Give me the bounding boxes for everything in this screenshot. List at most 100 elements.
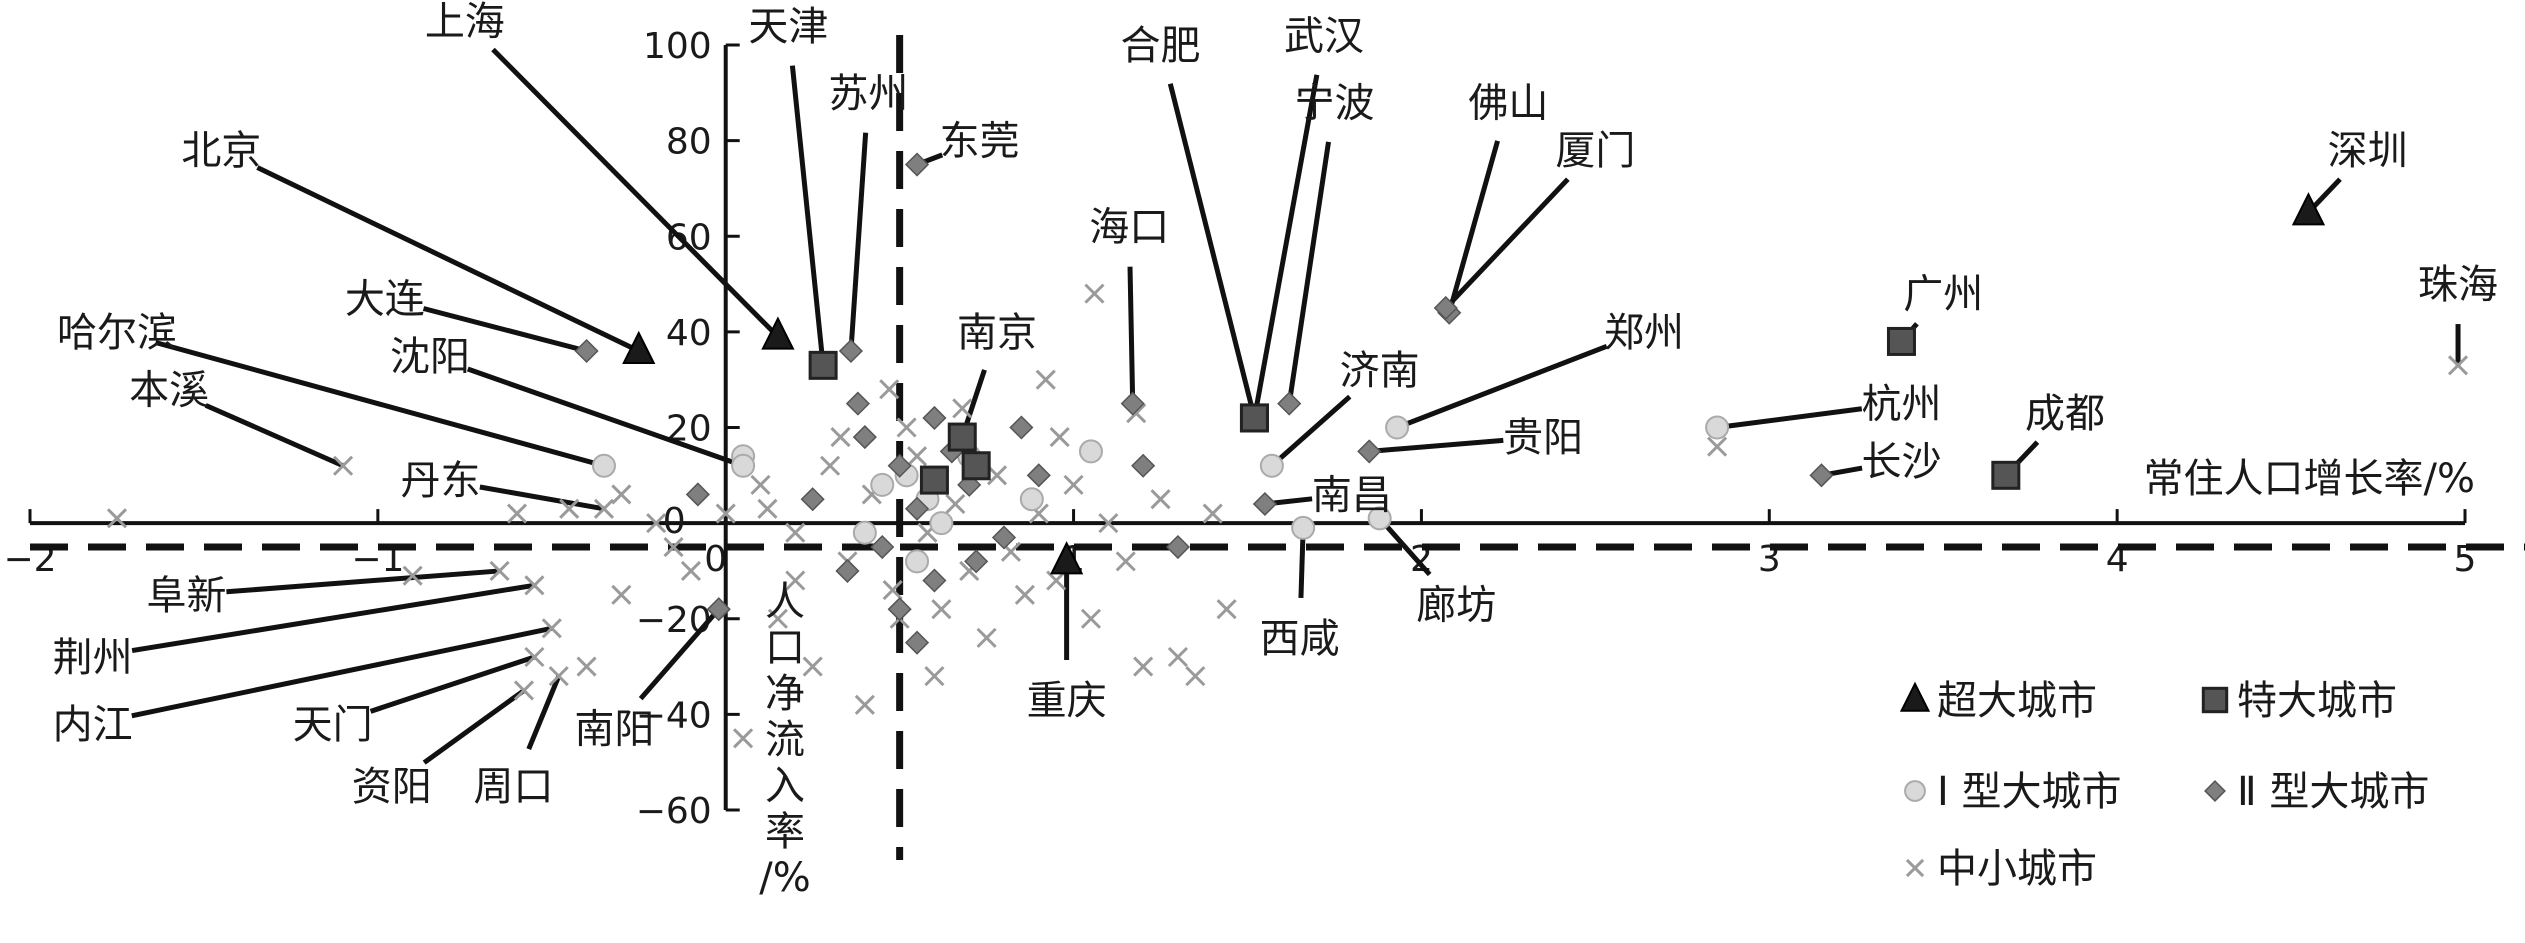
point-small (785, 570, 806, 591)
point-周口 (548, 666, 569, 687)
legend-label: 超大城市 (1937, 678, 2097, 724)
point-small (1014, 584, 1035, 605)
point-label: 宁波 (1294, 80, 1374, 126)
callout-lines (131, 47, 2461, 765)
point-label: 南阳 (574, 707, 654, 753)
point-small (945, 493, 966, 515)
point-large1 (852, 520, 877, 545)
point-label: 大连 (345, 276, 425, 322)
point-small (1046, 570, 1067, 591)
point-label: 东莞 (940, 119, 1020, 165)
point-label: 重庆 (1027, 678, 1107, 724)
callout-line (466, 366, 744, 469)
y-tick-label: −20 (636, 600, 712, 641)
point-沈阳 (731, 453, 756, 478)
point-长沙 (1809, 463, 1834, 488)
point-small (106, 508, 128, 529)
point-mega (961, 451, 991, 481)
point-small (785, 522, 806, 543)
point-label: 天门 (293, 702, 373, 748)
point-small (879, 379, 900, 400)
callout-line (1167, 83, 1257, 419)
callout-line (1396, 343, 1608, 430)
point-label: 荆州 (53, 635, 133, 681)
y-tick-label: 80 (666, 122, 712, 163)
point-small (767, 608, 788, 629)
point-large2 (845, 391, 870, 416)
point-small (952, 398, 973, 419)
point-南阳 (706, 597, 731, 622)
point-南昌 (1252, 491, 1277, 517)
point-label: 杭州 (1861, 382, 1941, 428)
point-label: 哈尔滨 (57, 310, 177, 356)
point-label: 郑州 (1604, 310, 1684, 356)
point-large1 (1078, 439, 1103, 464)
point-珠海 (2447, 355, 2469, 376)
point-label: 阜新 (147, 573, 227, 619)
y-axis-label-char: 净 (765, 671, 805, 717)
point-label: 合肥 (1121, 23, 1201, 69)
point-small (1084, 283, 1105, 304)
point-贵阳 (1357, 439, 1382, 464)
point-label: 南昌 (1312, 472, 1392, 518)
point-small (715, 503, 736, 524)
point-丹东 (593, 498, 615, 519)
point-label: 长沙 (1861, 439, 1941, 485)
point-small (924, 666, 945, 687)
point-深圳 (2291, 192, 2326, 226)
point-北京 (622, 330, 656, 364)
legend-label: Ⅱ 型大城市 (2237, 769, 2429, 815)
point-large2 (685, 482, 710, 507)
point-large2 (922, 568, 947, 593)
point-label: 厦门 (1555, 128, 1635, 174)
y-tick-label: 100 (643, 26, 712, 67)
point-small (506, 503, 528, 524)
point-small (1202, 503, 1223, 524)
point-label: 苏州 (828, 71, 908, 117)
x-axis-label: 常住人口增长率/% (2144, 456, 2475, 502)
legend-label: 特大城市 (2237, 678, 2397, 724)
data-points (106, 152, 2469, 749)
callout-line (1446, 140, 1500, 314)
callout-line (1369, 437, 1504, 454)
point-苏州 (838, 338, 864, 364)
point-small (750, 474, 771, 495)
point-small (1115, 551, 1136, 572)
point-label: 深圳 (2328, 128, 2408, 174)
point-small (1049, 427, 1070, 448)
point-宁波 (1277, 391, 1302, 416)
point-厦门 (1433, 295, 1458, 321)
y-tick-label: −40 (636, 695, 712, 736)
callout-line (526, 675, 562, 751)
point-small (1150, 489, 1171, 510)
point-large2 (904, 496, 930, 521)
point-label: 广州 (1903, 272, 1983, 318)
callout-line (1443, 177, 1570, 310)
point-large2 (887, 597, 912, 622)
callout-line (369, 654, 536, 714)
y-axis-label-char: /% (759, 855, 810, 901)
legend-marker-large2 (2204, 780, 2226, 802)
point-large2 (1165, 534, 1190, 560)
point-small (1035, 369, 1056, 390)
point-small (559, 498, 580, 519)
point-small (830, 427, 851, 448)
point-small (906, 446, 928, 467)
point-武汉 (1239, 403, 1269, 433)
point-label: 丹东 (400, 458, 480, 504)
point-small (402, 565, 423, 586)
point-本溪 (333, 455, 354, 476)
point-large2 (887, 453, 912, 478)
point-small (1707, 436, 1728, 457)
callout-line (1270, 394, 1352, 468)
point-large2 (991, 525, 1017, 550)
callout-line (789, 65, 826, 366)
legend-marker-super (1899, 681, 1931, 712)
point-天门 (524, 646, 545, 668)
point-small (611, 484, 632, 505)
point-small (1063, 474, 1084, 495)
point-阜新 (489, 560, 510, 581)
